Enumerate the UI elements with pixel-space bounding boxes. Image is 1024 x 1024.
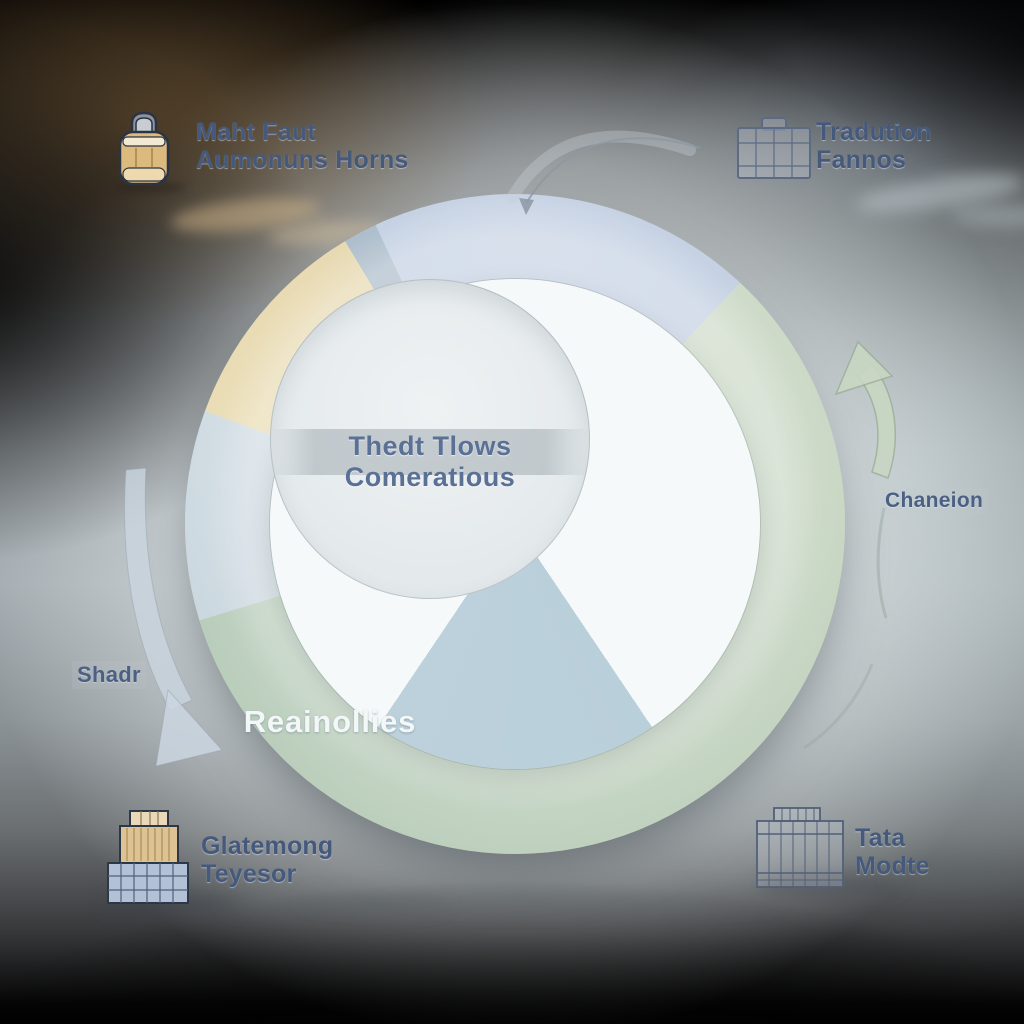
right-faint-arc bbox=[876, 507, 888, 619]
center-label-line1: Thedt Tlows bbox=[348, 431, 512, 461]
satchel-icon bbox=[118, 111, 170, 186]
node-top-left-line1: Maht Faut bbox=[196, 118, 316, 146]
center-label: Thedt Tlows Comeratious bbox=[270, 431, 590, 493]
node-bottom-right-line2: Modte bbox=[855, 852, 930, 880]
top-arc-arrow bbox=[526, 137, 701, 203]
node-bottom-left-line1: Glatemong bbox=[201, 832, 334, 860]
briefcase-outline-icon bbox=[737, 117, 811, 179]
center-disc: Thedt Tlows Comeratious bbox=[270, 279, 590, 599]
outer-ring: Thedt Tlows Comeratious Reainollies bbox=[185, 194, 845, 854]
side-label-right: Chaneion bbox=[880, 488, 989, 514]
node-top-right-line2: Fannos bbox=[816, 146, 907, 174]
right-up-arrow-head bbox=[834, 340, 894, 396]
node-top-left-line2: Aumonuns Horns bbox=[196, 146, 409, 174]
node-bottom-right-line1: Tata bbox=[855, 824, 906, 852]
bottom-right-faint-arc bbox=[803, 663, 874, 750]
top-arc-glow bbox=[506, 130, 696, 204]
center-label-line2: Comeratious bbox=[344, 462, 516, 492]
cloud-wisp bbox=[950, 205, 1024, 227]
ground-streak bbox=[888, 868, 1024, 884]
building-two-tone-icon bbox=[107, 810, 189, 904]
building-outline-icon bbox=[756, 807, 844, 888]
right-up-arrow-tail bbox=[856, 362, 896, 479]
side-label-left: Shadr bbox=[72, 661, 146, 689]
icon-shadow bbox=[114, 182, 186, 193]
ground-streak bbox=[222, 896, 447, 912]
ground-streak bbox=[300, 890, 780, 908]
node-bottom-left-line2: Teyesor bbox=[201, 860, 297, 888]
inner-ring-label: Reainollies bbox=[243, 704, 417, 739]
node-top-right-line1: Tradution bbox=[816, 118, 932, 146]
center-highlight-band bbox=[270, 429, 590, 475]
